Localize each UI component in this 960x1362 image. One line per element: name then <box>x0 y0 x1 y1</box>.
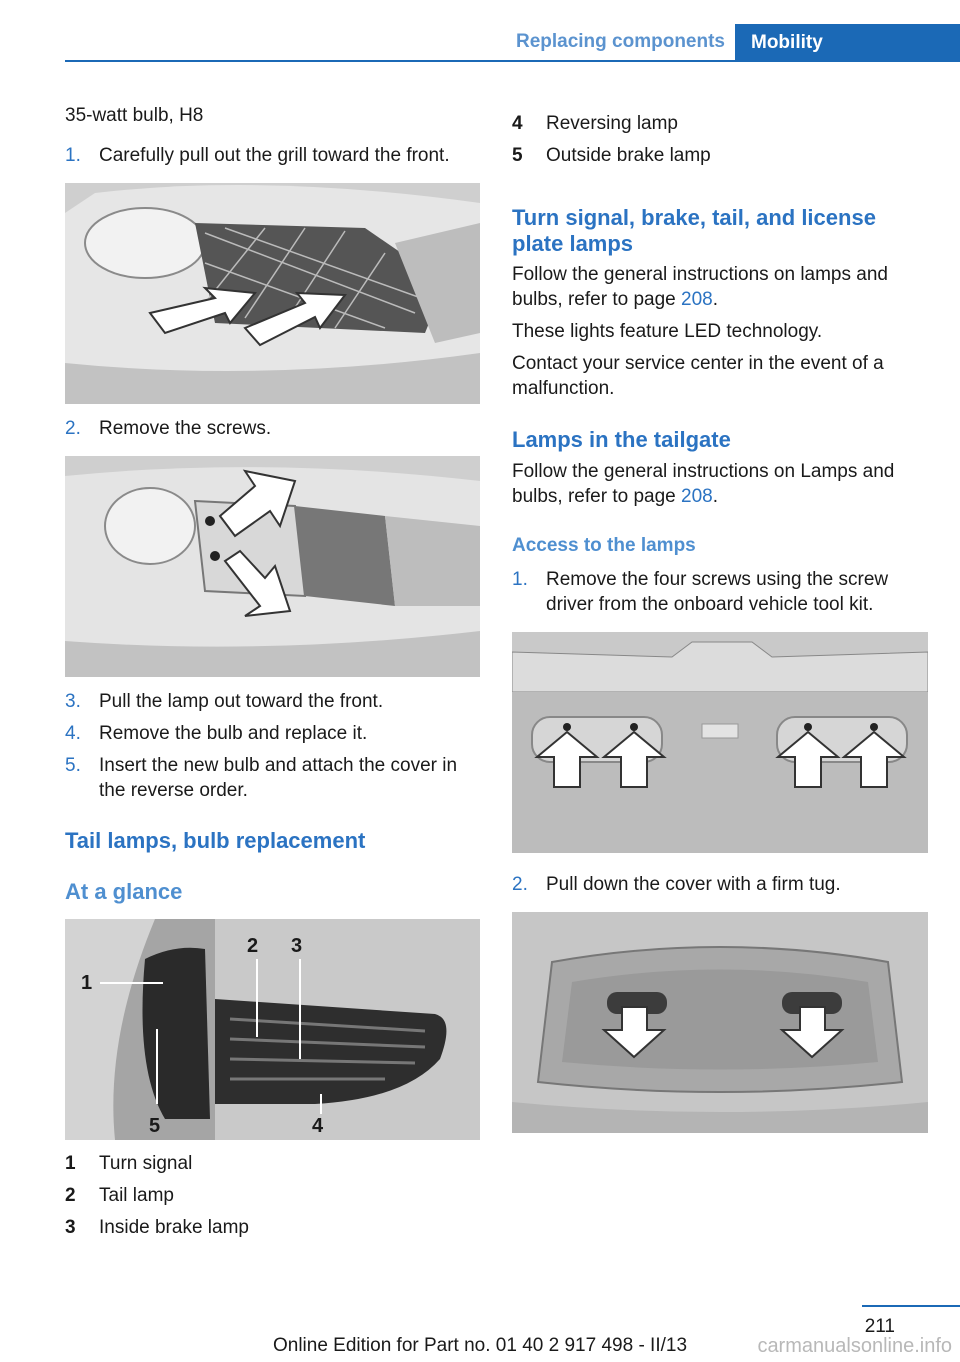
intro-text: 35‑watt bulb, H8 <box>65 105 204 126</box>
legend-text: Reversing lamp <box>546 113 678 134</box>
heading-turn-signal-lamps: Turn signal, brake, tail, and license pl… <box>512 205 876 256</box>
step-number: 3. <box>65 691 81 712</box>
legend-text: Outside brake lamp <box>546 145 711 166</box>
paragraph-general-instructions: Follow the general instructions on lamps… <box>512 262 922 312</box>
figure-label-1: 1 <box>81 972 93 994</box>
legend-number: 2 <box>65 1185 76 1206</box>
step-number: 5. <box>65 755 81 776</box>
legend-number: 3 <box>65 1217 76 1238</box>
tail-lamp-figure: 1 2 3 4 5 <box>65 919 480 1140</box>
step-number: 4. <box>65 723 81 744</box>
page-header: Replacing components Mobility <box>65 24 960 62</box>
screws-removal-figure <box>65 456 480 677</box>
figure-label-5: 5 <box>149 1115 161 1137</box>
heading-access-lamps: Access to the lamps <box>512 535 696 556</box>
step-text: Insert the new bulb and attach the cover… <box>99 755 458 801</box>
cover-pull-figure <box>512 912 928 1133</box>
footer-rule <box>862 1305 960 1307</box>
text-run: Follow the general instructions on lamps… <box>512 264 888 310</box>
header-rule <box>65 60 960 62</box>
text-run: . <box>712 486 718 507</box>
page-link-208[interactable]: 208 <box>681 289 713 310</box>
paragraph-led: These lights feature LED technology. <box>512 321 823 342</box>
header-chapter-tab: Mobility <box>735 24 960 62</box>
legend-text: Inside brake lamp <box>99 1217 249 1238</box>
legend-number: 4 <box>512 113 523 134</box>
figure-label-2: 2 <box>247 935 259 957</box>
step-text: Remove the four screws using the screw d… <box>546 569 889 615</box>
step-text: Pull the lamp out toward the front. <box>99 691 384 712</box>
step-text: Remove the screws. <box>99 418 272 439</box>
text-run: Follow the general instructions on Lamps… <box>512 461 895 507</box>
legend-text: Tail lamp <box>99 1185 174 1206</box>
step-text: Remove the bulb and replace it. <box>99 723 368 744</box>
tailgate-screws-figure <box>512 632 928 853</box>
page-link-208[interactable]: 208 <box>681 486 713 507</box>
paragraph-contact-service: Contact your service center in the event… <box>512 353 884 399</box>
text-run: . <box>712 289 718 310</box>
heading-tailgate-lamps: Lamps in the tailgate <box>512 427 731 452</box>
figure-label-3: 3 <box>291 935 303 957</box>
edition-text: Online Edition for Part no. 01 40 2 917 … <box>272 1335 688 1356</box>
paragraph-tailgate-instructions: Follow the general instructions on Lamps… <box>512 459 922 509</box>
page-number: 211 <box>864 1316 895 1337</box>
step-number: 2. <box>512 874 528 895</box>
watermark-text: carmanualsonline.info <box>757 1335 952 1357</box>
step-text: Pull down the cover with a firm tug. <box>546 874 841 895</box>
step-number: 1. <box>512 569 528 590</box>
step-text: Carefully pull out the grill toward the … <box>99 145 450 166</box>
step-number: 1. <box>65 145 81 166</box>
header-section-title: Replacing components <box>515 31 725 52</box>
heading-tail-lamps: Tail lamps, bulb replacement <box>65 828 366 853</box>
step-number: 2. <box>65 418 81 439</box>
legend-text: Turn signal <box>99 1153 193 1174</box>
figure-label-4: 4 <box>312 1115 324 1137</box>
legend-number: 5 <box>512 145 523 166</box>
legend-number: 1 <box>65 1153 76 1174</box>
grill-removal-figure <box>65 183 480 404</box>
heading-at-a-glance: At a glance <box>65 879 183 904</box>
